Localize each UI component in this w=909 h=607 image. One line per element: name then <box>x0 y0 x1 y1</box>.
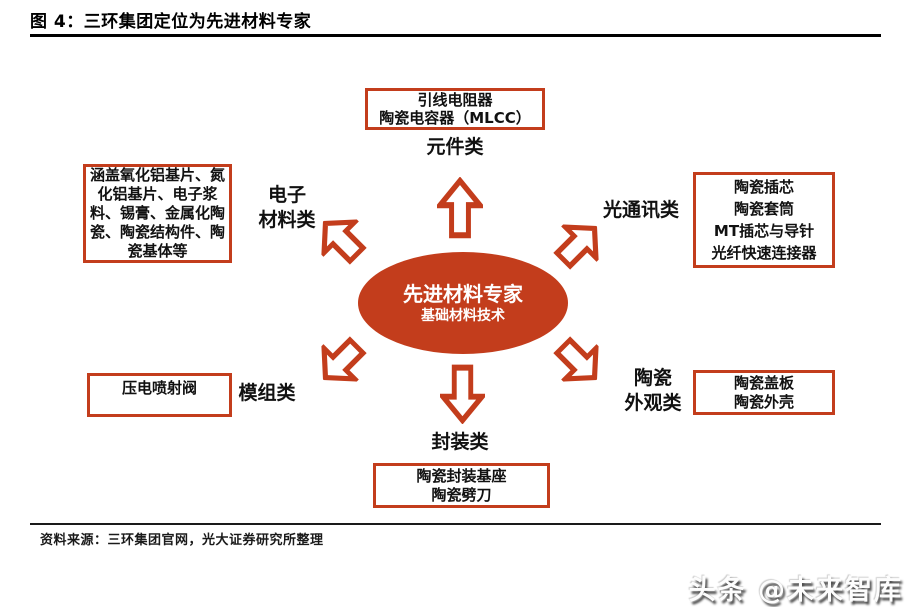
packaging-label: 封装类 <box>431 431 489 453</box>
watermark-text: 头条 @未来智库 <box>688 575 903 606</box>
arrow-up-icon <box>437 177 483 239</box>
box-line: 陶瓷插芯 <box>733 178 794 196</box>
arrow-down-icon <box>440 364 485 424</box>
center-subtitle: 基础材料技术 <box>421 307 505 324</box>
title-underline <box>30 34 881 37</box>
box-line: 陶瓷劈刀 <box>431 485 492 504</box>
modules-label: 模组类 <box>238 382 296 404</box>
box-line: 涵盖氧化铝基片、氮化铝基片、电子浆料、锡膏、金属化陶瓷、陶瓷结构件、陶瓷基体等 <box>89 166 225 260</box>
center-title: 先进材料专家 <box>403 281 523 306</box>
box-line: 陶瓷外壳 <box>733 392 794 411</box>
arrow-down-left-icon <box>306 327 377 398</box>
ceramic-exterior-label: 陶瓷 外观类 <box>624 367 682 414</box>
box-line: MT插芯与导针 <box>713 222 815 240</box>
box-line: 引线电阻器 <box>417 91 493 109</box>
box-line: 陶瓷电容器（MLCC） <box>379 109 531 127</box>
optical-comm-label: 光通讯类 <box>602 199 679 221</box>
components-label: 元件类 <box>426 136 484 158</box>
components-box: 引线电阻器 陶瓷电容器（MLCC） <box>365 88 545 130</box>
center-ellipse: 先进材料专家 基础材料技术 <box>358 252 568 354</box>
packaging-box: 陶瓷封装基座 陶瓷劈刀 <box>373 463 550 508</box>
box-line: 压电喷射阀 <box>121 379 197 397</box>
arrow-down-right-icon <box>544 327 615 398</box>
box-line: 陶瓷套筒 <box>733 200 794 218</box>
source-text: 资料来源：三环集团官网，光大证券研究所整理 <box>40 533 324 548</box>
ceramic-exterior-box: 陶瓷盖板 陶瓷外壳 <box>693 370 835 415</box>
box-line: 光纤快速连接器 <box>711 244 817 262</box>
source-divider <box>30 523 881 525</box>
optical-comm-box: 陶瓷插芯 陶瓷套筒 MT插芯与导针 光纤快速连接器 <box>693 172 835 268</box>
arrow-up-right-icon <box>544 209 615 280</box>
box-line: 陶瓷封装基座 <box>416 466 507 485</box>
modules-box: 压电喷射阀 <box>87 373 232 417</box>
figure-title: 图 4：三环集团定位为先进材料专家 <box>30 12 312 32</box>
electronic-materials-label: 电子 材料类 <box>258 184 316 231</box>
box-line: 陶瓷盖板 <box>733 373 794 392</box>
electronic-materials-box: 涵盖氧化铝基片、氮化铝基片、电子浆料、锡膏、金属化陶瓷、陶瓷结构件、陶瓷基体等 <box>83 164 232 263</box>
arrow-up-left-icon <box>306 204 377 275</box>
